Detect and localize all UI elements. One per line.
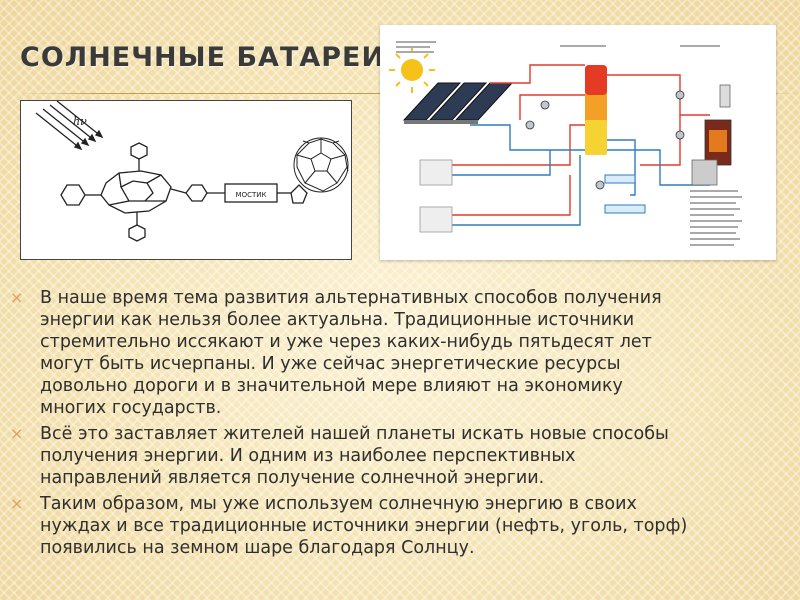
solar-collector-panels [402, 82, 514, 124]
legend-text-lines [396, 41, 742, 246]
x-bullet-icon: × [10, 494, 24, 513]
bullet-line: В наше время тема развития альтернативны… [40, 288, 662, 308]
water-tray-units [604, 174, 646, 214]
radiator-units [419, 159, 453, 233]
bullet-line: направлений является получение солнечной… [40, 468, 545, 488]
x-bullet-icon: × [10, 288, 24, 307]
bullet-item: × В наше время тема развития альтернатив… [10, 287, 790, 419]
bullet-line: появились на земном шаре благодаря Солнц… [40, 538, 475, 558]
sun-icon [389, 47, 435, 93]
bullet-line: многих государств. [40, 398, 222, 418]
bullet-line: стремительно иссякают и уже через каких-… [40, 332, 652, 352]
bridge-label: МОСТИК [236, 191, 267, 199]
bullet-item: × Таким образом, мы уже используем солне… [10, 493, 790, 559]
bullet-line: нуждах и все традиционные источники энер… [40, 516, 688, 536]
solar-heating-schematic-drawing [389, 41, 742, 246]
x-bullet-icon: × [10, 424, 24, 443]
boiler-unit [691, 119, 732, 186]
bullet-item: × Всё это заставляет жителей нашей плане… [10, 423, 790, 489]
expansion-vessel [719, 84, 731, 108]
bullet-line: получения энергии. И одним из наиболее п… [40, 446, 576, 466]
bullet-line: энергии как нельзя более актуальна. Трад… [40, 310, 635, 330]
bullet-list: × В наше время тема развития альтернатив… [10, 287, 790, 563]
bullet-line: Всё это заставляет жителей нашей планеты… [40, 424, 669, 444]
molecule-diagram-image: hν МОСТИК [20, 100, 352, 260]
hv-label: hν [73, 115, 87, 128]
slide-title: СОЛНЕЧНЫЕ БАТАРЕИ [20, 42, 386, 73]
storage-tank [585, 65, 607, 155]
pump-group [525, 90, 685, 190]
bullet-line: довольно дороги и в значительной мере вл… [40, 376, 623, 396]
bullet-line: Таким образом, мы уже используем солнечн… [40, 494, 637, 514]
solar-heating-schematic-image [380, 25, 776, 260]
molecule-diagram-drawing: hν МОСТИК [35, 101, 349, 242]
bullet-line: могут быть исчерпаны. И уже сейчас энерг… [40, 354, 621, 374]
